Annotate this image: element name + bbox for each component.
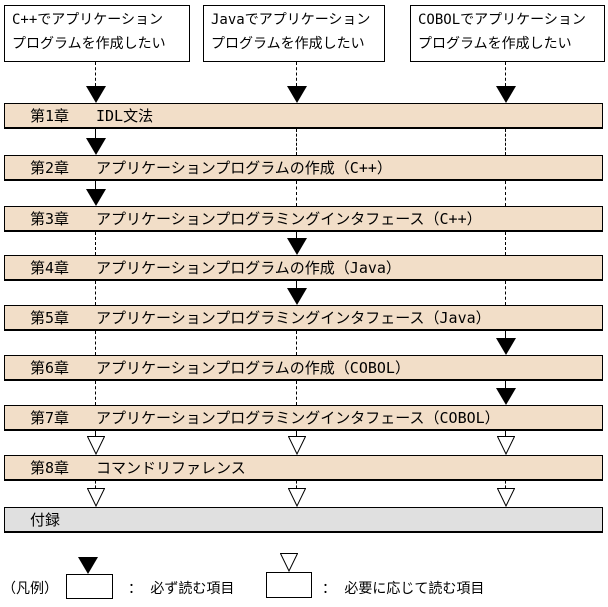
solid-arrow-icon (287, 238, 307, 255)
chapter-title: アプリケーションプログラミングインタフェース（COBOL） (96, 409, 500, 427)
solid-arrow-icon (496, 86, 516, 103)
solid-arrow-icon (287, 86, 307, 103)
dashed-connector (95, 232, 96, 255)
chapter-bar-3: 第3章 アプリケーションプログラミングインタフェース（C++） (4, 206, 603, 232)
solid-arrow-icon (78, 557, 98, 574)
arrow-stem-dashed (505, 431, 506, 436)
hollow-arrow-icon (280, 553, 298, 572)
hollow-arrow-icon (87, 436, 105, 455)
legend-caption: （凡例） (2, 581, 58, 597)
hollow-arrow-icon (497, 488, 515, 507)
dashed-connector (296, 129, 297, 155)
chapter-bar-1: 第1章 IDL文法 (4, 103, 603, 129)
entry-box-java-line1: Javaでアプリケーション (211, 12, 371, 28)
dashed-connector (505, 181, 506, 206)
appendix-bar: 付録 (4, 507, 603, 533)
hollow-arrow-icon (288, 436, 306, 455)
dashed-connector (505, 232, 506, 255)
chapter-number: 第3章 (30, 210, 70, 228)
chapter-bar-8: 第8章 コマンドリファレンス (4, 455, 603, 481)
chapter-number: 第1章 (30, 107, 70, 125)
solid-arrow-icon (287, 288, 307, 305)
entry-box-cobol-line2: プログラムを作成したい (418, 36, 572, 52)
solid-arrow-icon (496, 338, 516, 355)
arrow-stem-dashed (95, 431, 96, 436)
dashed-connector (95, 381, 96, 405)
arrow-stem-dashed (296, 62, 297, 86)
dashed-connector (95, 281, 96, 305)
chapter-bar-7: 第7章 アプリケーションプログラミングインタフェース（COBOL） (4, 405, 603, 431)
chapter-title: アプリケーションプログラミングインタフェース（C++） (96, 210, 482, 228)
dashed-connector (296, 381, 297, 405)
entry-box-java: Javaでアプリケーション プログラムを作成したい (203, 5, 385, 62)
chapter-title: コマンドリファレンス (96, 459, 246, 477)
chapter-title: アプリケーションプログラムの作成（C++） (96, 159, 392, 177)
entry-box-cobol-line1: COBOLでアプリケーション (418, 12, 586, 28)
arrow-stem-dashed (505, 481, 506, 488)
hollow-arrow-icon (288, 488, 306, 507)
arrow-stem (95, 181, 96, 189)
chapter-number: 第6章 (30, 359, 70, 377)
chapter-number: 第4章 (30, 259, 70, 277)
chapter-number: 第5章 (30, 309, 70, 327)
dashed-connector (505, 281, 506, 305)
arrow-stem (296, 281, 297, 288)
chapter-title: アプリケーションプログラムの作成（Java） (96, 259, 401, 277)
solid-arrow-icon (86, 189, 106, 206)
dashed-connector (505, 129, 506, 155)
entry-box-java-line2: プログラムを作成したい (211, 36, 365, 52)
arrow-stem-dashed (296, 481, 297, 488)
dashed-connector (296, 181, 297, 206)
solid-arrow-icon (86, 86, 106, 103)
dashed-connector (296, 331, 297, 355)
arrow-stem (505, 381, 506, 388)
chapter-bar-2: 第2章 アプリケーションプログラムの作成（C++） (4, 155, 603, 181)
arrow-stem (505, 331, 506, 338)
hollow-arrow-icon (497, 436, 515, 455)
chapter-title: アプリケーションプログラムの作成（COBOL） (96, 359, 410, 377)
legend-required-box (66, 574, 113, 599)
chapter-bar-4: 第4章 アプリケーションプログラムの作成（Java） (4, 255, 603, 281)
arrow-stem-dashed (296, 431, 297, 436)
entry-box-cpp-line1: C++でアプリケーション (12, 12, 164, 28)
arrow-stem-dashed (95, 62, 96, 86)
solid-arrow-icon (496, 388, 516, 405)
entry-box-cobol: COBOLでアプリケーション プログラムを作成したい (410, 5, 605, 62)
legend-optional-label: ： 必要に応じて読む項目 (322, 581, 485, 597)
chapter-bar-5: 第5章 アプリケーションプログラミングインタフェース（Java） (4, 305, 603, 331)
dashed-connector (95, 331, 96, 355)
arrow-stem-dashed (505, 62, 506, 86)
arrow-stem (296, 232, 297, 238)
chapter-title: アプリケーションプログラミングインタフェース（Java） (96, 309, 491, 327)
chapter-bar-6: 第6章 アプリケーションプログラムの作成（COBOL） (4, 355, 603, 381)
legend-required-label: ： 必ず読む項目 (128, 581, 235, 597)
legend-optional-box (266, 572, 312, 598)
hollow-arrow-icon (87, 488, 105, 507)
arrow-stem (95, 129, 96, 138)
entry-box-cpp-line2: プログラムを作成したい (12, 36, 166, 52)
arrow-stem-dashed (95, 481, 96, 488)
chapter-title: IDL文法 (96, 107, 154, 125)
entry-box-cpp: C++でアプリケーション プログラムを作成したい (4, 5, 190, 62)
solid-arrow-icon (86, 138, 106, 155)
appendix-label: 付録 (30, 511, 61, 529)
chapter-number: 第2章 (30, 159, 70, 177)
chapter-number: 第8章 (30, 459, 70, 477)
chapter-number: 第7章 (30, 409, 70, 427)
